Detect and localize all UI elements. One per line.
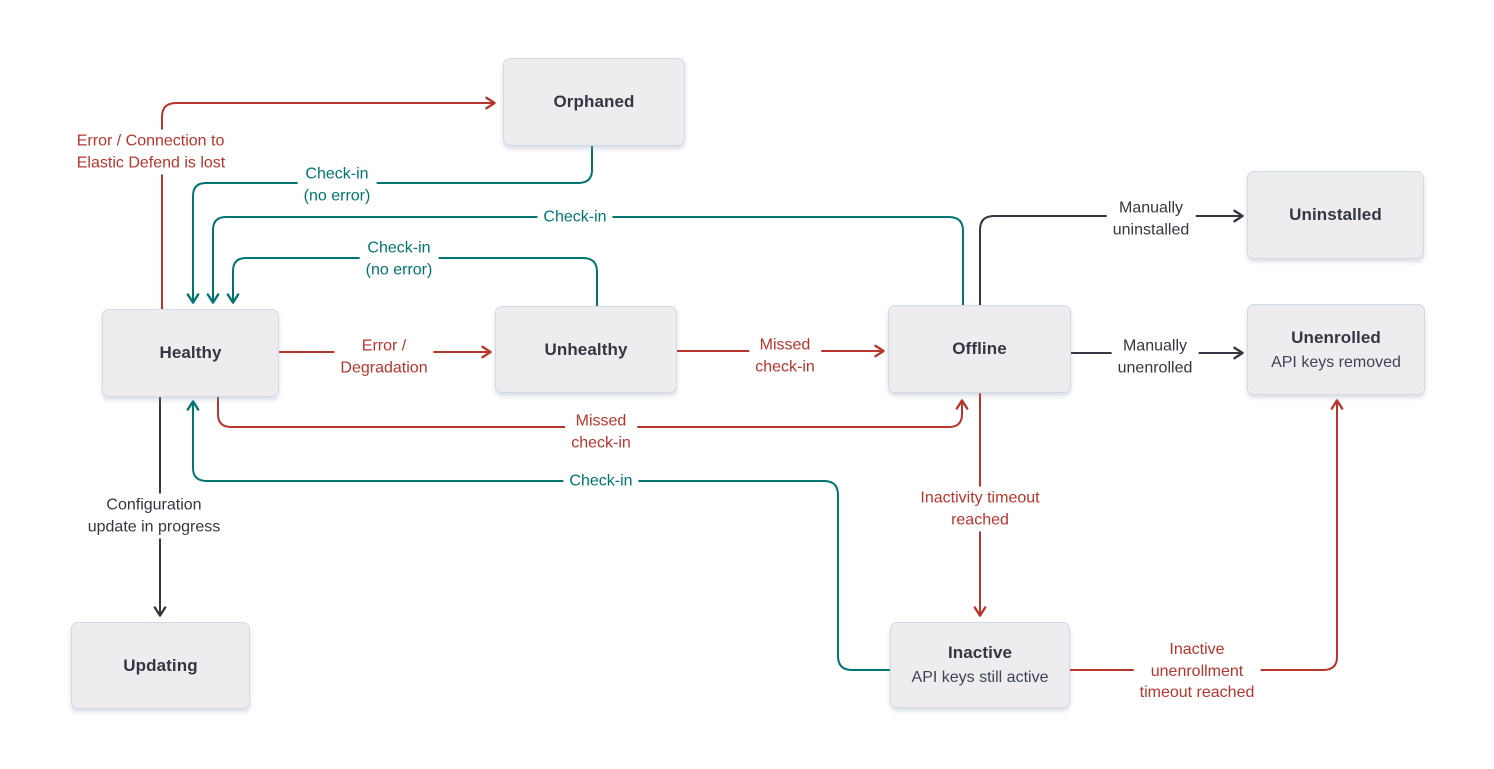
edge-label-line: Missed: [759, 336, 811, 354]
edge-label-healthy-to-offline: Missed check-in: [565, 409, 637, 455]
state-node-healthy: Healthy: [102, 309, 279, 397]
edge-label-healthy-to-unhealthy: Error / Degradation: [334, 334, 434, 380]
edge-label-line: Check-in: [543, 208, 607, 226]
edge-healthy-to-orphaned: [161, 96, 496, 310]
edge-label-line: (no error): [303, 187, 371, 204]
state-node-orphaned: Orphaned: [503, 58, 685, 146]
edge-label-orphaned-to-healthy: Check-in (no error): [297, 162, 377, 208]
edge-label-line: check-in: [571, 434, 631, 451]
state-node-updating: Updating: [71, 622, 250, 709]
edge-label-inactive-to-healthy: Check-in: [563, 469, 639, 493]
edge-label-line: (no error): [365, 261, 433, 278]
state-node-title: Inactive: [947, 643, 1013, 662]
edge-label-line: Degradation: [340, 359, 428, 376]
state-node-title: Unenrolled: [1291, 327, 1381, 347]
edge-label-line: Error / Connection to: [76, 132, 225, 150]
edge-label-line: uninstalled: [1112, 221, 1190, 238]
edge-label-line: Missed: [575, 412, 627, 430]
state-node-offline: Offline: [888, 305, 1071, 393]
edge-label-line: Elastic Defend is lost: [76, 154, 226, 171]
edge-label-line: Manually: [1118, 199, 1184, 217]
edge-label-healthy-to-orphaned: Error / Connection to Elastic Defend is l…: [70, 129, 232, 175]
edge-label-offline-to-healthy: Check-in: [537, 205, 613, 229]
state-node-title: Healthy: [159, 343, 222, 362]
edge-label-offline-to-uninstalled: Manually uninstalled: [1106, 196, 1196, 242]
state-node-title: Uninstalled: [1289, 205, 1382, 224]
state-node-unhealthy: Unhealthy: [495, 306, 677, 393]
edge-label-line: Configuration: [106, 496, 202, 514]
edge-offline-to-healthy: [206, 216, 964, 306]
edge-label-line: timeout reached: [1139, 683, 1255, 701]
edge-label-line: reached: [951, 511, 1009, 528]
edge-label-line: Inactive: [1169, 640, 1225, 658]
edge-label-line: Check-in: [367, 239, 431, 257]
edge-label-line: Check-in: [305, 165, 369, 183]
state-node-subtitle: API keys removed: [1271, 353, 1401, 371]
edge-label-offline-to-inactive: Inactivity timeout reached: [914, 486, 1046, 532]
edge-label-line: Error /: [361, 337, 407, 355]
state-node-title: Orphaned: [553, 92, 635, 111]
edge-label-line: update in progress: [87, 518, 221, 535]
edge-label-healthy-to-updating: Configuration update in progress: [81, 493, 227, 539]
state-node-uninstalled: Uninstalled: [1247, 171, 1424, 259]
state-node-title: Offline: [952, 339, 1007, 358]
edge-label-line: unenrolled: [1117, 359, 1193, 376]
edge-inactive-to-healthy: [186, 400, 891, 671]
state-node-subtitle: API keys still active: [911, 669, 1049, 686]
edge-label-line: Manually: [1122, 337, 1188, 355]
state-node-title: Updating: [123, 655, 198, 675]
edge-label-line: unenrollment: [1150, 662, 1244, 680]
edge-label-line: Inactivity timeout: [920, 489, 1040, 507]
edge-offline-to-uninstalled: [979, 209, 1244, 306]
edge-inactive-to-unenrolled: [1069, 399, 1344, 671]
edge-orphaned-to-healthy: [186, 145, 593, 304]
edge-label-unhealthy-to-offline: Missed check-in: [749, 333, 821, 379]
edge-label-inactive-to-unenrolled: Inactive unenrollment timeout reached: [1133, 637, 1261, 705]
edge-label-line: check-in: [755, 358, 815, 375]
edge-label-unhealthy-to-healthy: Check-in (no error): [359, 236, 439, 282]
edge-label-line: Check-in: [569, 472, 633, 490]
edge-label-offline-to-unenrolled: Manually unenrolled: [1111, 334, 1199, 380]
state-node-title: Unhealthy: [544, 339, 628, 359]
